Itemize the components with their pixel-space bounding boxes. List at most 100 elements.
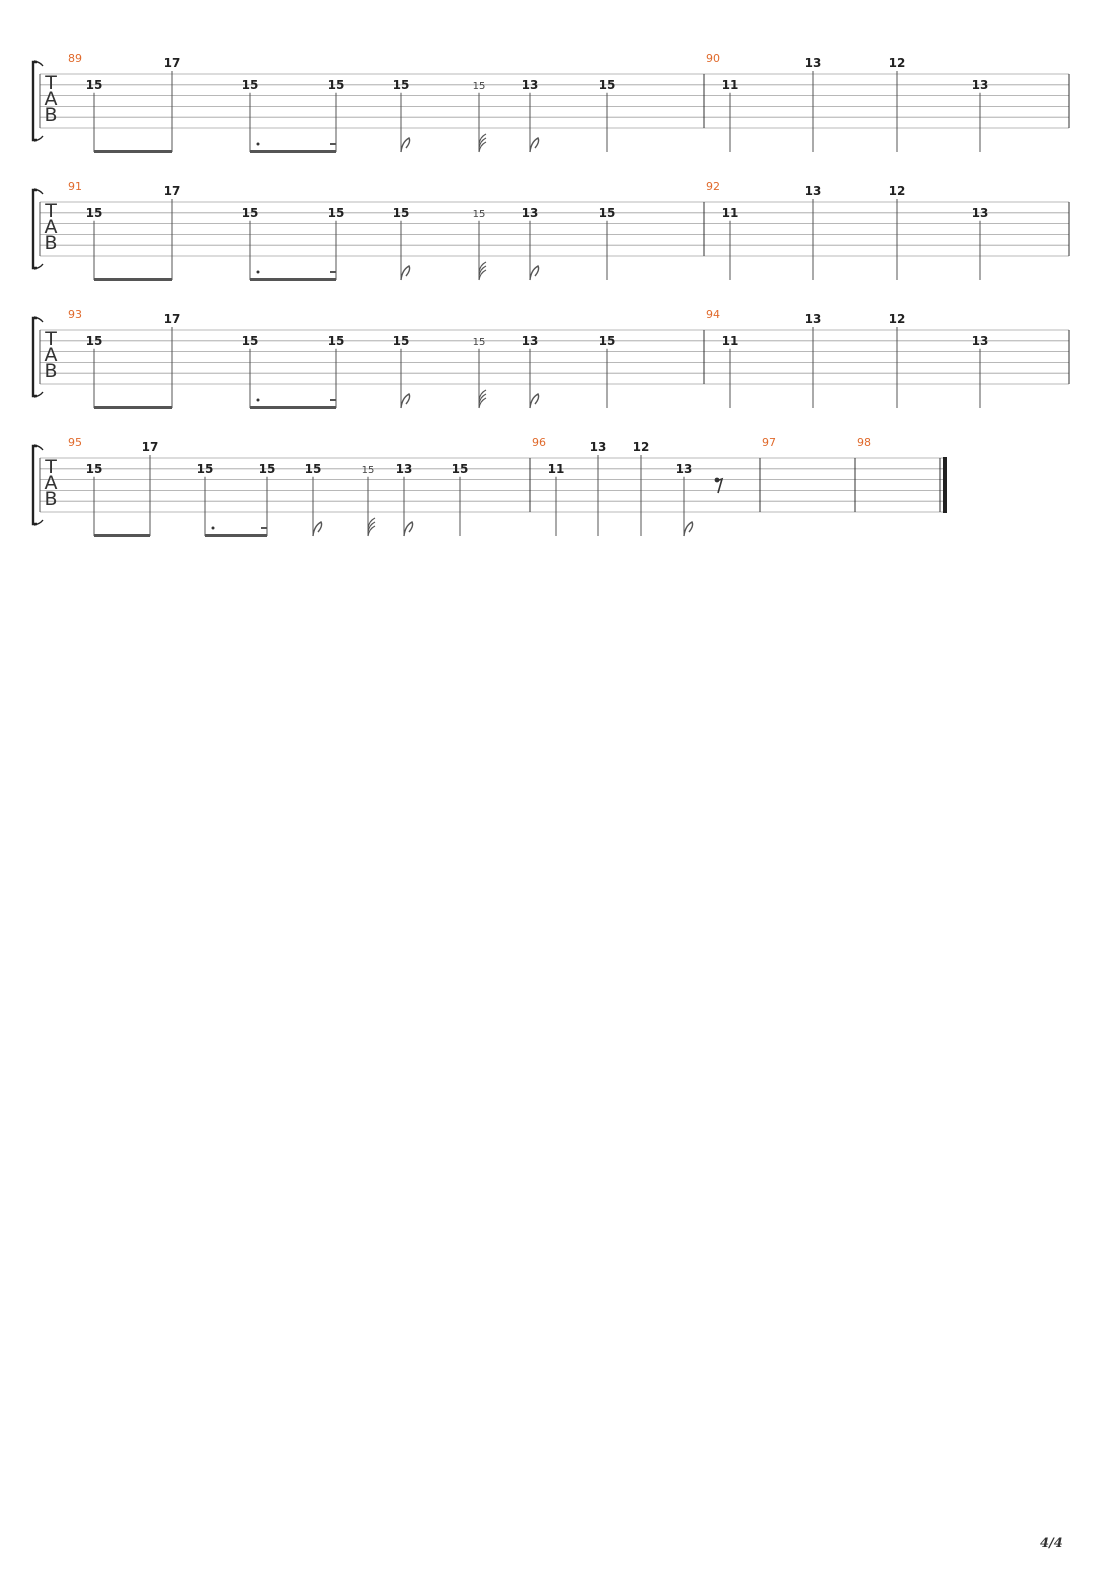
thirty-second-flag [478, 269, 487, 281]
bracket-hook-top [33, 444, 44, 451]
partial-beam [330, 271, 336, 273]
thirty-second-flag [478, 397, 487, 409]
augmentation-dot [256, 142, 260, 146]
fret-number: 15 [473, 81, 486, 92]
fret-number: 12 [889, 184, 906, 198]
tab-clef-letter: B [44, 232, 57, 254]
fret-number: 15 [86, 78, 103, 92]
fret-number: 13 [972, 206, 989, 220]
measure-number: 96 [532, 436, 546, 449]
eighth-flag [312, 521, 323, 537]
fret-number: 15 [393, 334, 410, 348]
measure-number: 91 [68, 180, 82, 193]
augmentation-dot [256, 398, 260, 402]
eighth-flag [529, 137, 540, 153]
measure-number: 93 [68, 308, 82, 321]
eighth-flag [400, 137, 411, 153]
beam [205, 534, 267, 537]
measure-number: 95 [68, 436, 82, 449]
fret-number: 13 [522, 78, 539, 92]
fret-number: 15 [328, 206, 345, 220]
fret-number: 11 [722, 78, 739, 92]
measure-number: 90 [706, 52, 720, 65]
fret-number: 13 [522, 206, 539, 220]
measure-number: 94 [706, 308, 720, 321]
fret-number: 13 [805, 56, 822, 70]
fret-number: 15 [599, 78, 616, 92]
fret-number: 12 [889, 312, 906, 326]
fret-number: 13 [972, 78, 989, 92]
thirty-second-flag [478, 133, 487, 145]
fret-number: 15 [197, 462, 214, 476]
tab-clef-letter: B [44, 488, 57, 510]
measure-number: 92 [706, 180, 720, 193]
fret-number: 11 [722, 206, 739, 220]
page-number: 4/4 [1040, 1536, 1063, 1551]
thirty-second-flag [478, 261, 487, 273]
fret-number: 15 [86, 462, 103, 476]
fret-number: 15 [259, 462, 276, 476]
fret-number: 15 [86, 206, 103, 220]
eighth-rest [715, 477, 724, 494]
eighth-flag [400, 393, 411, 409]
fret-number: 13 [676, 462, 693, 476]
fret-number: 15 [599, 334, 616, 348]
bracket-hook-top [33, 188, 44, 195]
system-bracket [31, 188, 37, 270]
eighth-flag [403, 521, 414, 537]
bracket-hook-bottom [33, 263, 44, 270]
beam [94, 278, 172, 281]
fret-number: 15 [393, 78, 410, 92]
tab-clef-letter: T [44, 456, 57, 478]
fret-number: 12 [889, 56, 906, 70]
fret-number: 13 [522, 334, 539, 348]
bracket-hook-top [33, 316, 44, 323]
fret-number: 13 [805, 312, 822, 326]
eighth-flag [529, 265, 540, 281]
fret-number: 15 [328, 78, 345, 92]
augmentation-dot [211, 526, 215, 530]
augmentation-dot [256, 270, 260, 274]
thirty-second-flag [478, 141, 487, 153]
tab-clef-letter: A [45, 344, 58, 366]
measure-number: 89 [68, 52, 82, 65]
bracket-hook-bottom [33, 135, 44, 142]
tab-clef-letter: A [45, 216, 58, 238]
fret-number: 15 [328, 334, 345, 348]
thirty-second-flag [478, 265, 487, 277]
fret-number: 15 [473, 337, 486, 348]
thirty-second-flag [478, 393, 487, 405]
bracket-hook-bottom [33, 519, 44, 526]
fret-number: 13 [590, 440, 607, 454]
thirty-second-flag [478, 389, 487, 401]
tab-clef-letter: B [44, 360, 57, 382]
eighth-flag [400, 265, 411, 281]
fret-number: 11 [722, 334, 739, 348]
thirty-second-flag [478, 137, 487, 149]
fret-number: 15 [242, 334, 259, 348]
tab-clef-letter: T [44, 72, 57, 94]
partial-beam [261, 527, 267, 529]
beam [94, 534, 150, 537]
fret-number: 13 [972, 334, 989, 348]
tab-clef-letter: T [44, 200, 57, 222]
beam [250, 406, 336, 409]
fret-number: 13 [396, 462, 413, 476]
system-bracket [31, 316, 37, 398]
fret-number: 12 [633, 440, 650, 454]
thirty-second-flag [367, 525, 376, 537]
final-barline-thick [943, 457, 947, 513]
fret-number: 17 [164, 56, 181, 70]
thirty-second-flag [367, 517, 376, 529]
thirty-second-flag [367, 521, 376, 533]
fret-number: 15 [86, 334, 103, 348]
tab-clef-letter: B [44, 104, 57, 126]
fret-number: 15 [362, 465, 375, 476]
fret-number: 15 [452, 462, 469, 476]
eighth-flag [683, 521, 694, 537]
beam [250, 150, 336, 153]
tab-clef-letter: T [44, 328, 57, 350]
tab-clef-letter: A [45, 88, 58, 110]
tab-clef-letter: A [45, 472, 58, 494]
